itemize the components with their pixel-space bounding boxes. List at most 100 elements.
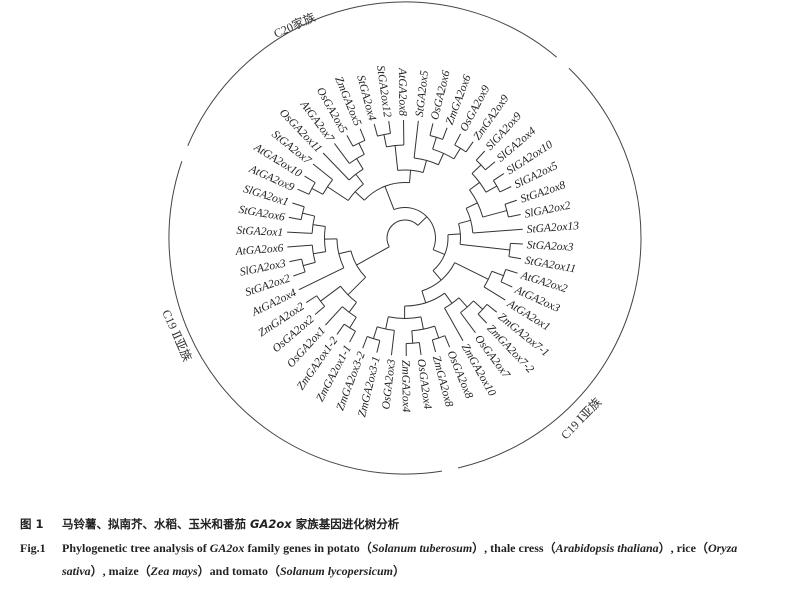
tree-branch xyxy=(346,135,354,147)
tree-node-arc xyxy=(352,139,366,147)
tree-node-arc xyxy=(363,182,410,201)
tree-node-arc xyxy=(432,234,449,271)
tree-node-arc xyxy=(393,207,436,250)
tree-branch xyxy=(325,306,343,326)
tree-branch xyxy=(312,224,326,227)
tree-branch xyxy=(429,123,434,136)
tree-branch xyxy=(483,286,506,301)
tree-branch xyxy=(475,150,486,161)
tree-branch xyxy=(314,305,325,315)
tree-branch xyxy=(338,250,352,255)
tree-branch xyxy=(298,267,345,291)
tree-branch xyxy=(420,316,424,330)
tree-branch xyxy=(289,258,302,263)
caption-en-label: Fig.1 xyxy=(20,541,46,555)
tree-node-arc xyxy=(388,316,422,319)
tree-branch xyxy=(362,336,368,349)
tree-node-arc xyxy=(469,189,484,218)
tree-branch xyxy=(458,219,471,225)
tree-branch xyxy=(322,152,350,181)
tree-node-arc xyxy=(483,271,493,288)
caption-cn-text: 马铃薯、拟南芥、水稻、玉米和番茄 xyxy=(62,517,251,531)
tree-branch xyxy=(373,123,378,137)
tree-node-arc xyxy=(348,168,364,181)
group-label-c19-i: C19 Ⅰ亚族 xyxy=(558,395,604,442)
arc-c19-i xyxy=(457,67,642,469)
tree-node-arc xyxy=(324,226,327,252)
tree-branch xyxy=(447,233,461,236)
tree-branch xyxy=(505,268,518,274)
leaf-label: AtGA2ox6 xyxy=(234,242,284,258)
leaf-label: ZmGA2ox4 xyxy=(399,360,412,413)
tree-branch xyxy=(465,141,474,153)
tree-branch xyxy=(302,212,315,217)
tree-branch xyxy=(458,297,468,308)
tree-branch xyxy=(349,330,356,343)
tree-branch xyxy=(385,316,389,330)
tree-branch xyxy=(376,340,381,353)
phylogenetic-tree: ZmGA2ox1-1ZmGA2ox1-2OsGA2ox1OsGA2ox2ZmGA… xyxy=(159,1,642,475)
tree-node-arc xyxy=(504,204,509,218)
tree-branch xyxy=(482,210,508,218)
tree-branch xyxy=(336,323,345,335)
caption-gene: GA2ox xyxy=(209,541,245,555)
tree-branch xyxy=(390,330,395,356)
tree-branch xyxy=(491,270,504,277)
caption-species: Arabidopsis thaliana xyxy=(555,541,659,555)
tree-node-arc xyxy=(492,180,501,193)
tree-branch xyxy=(485,185,498,193)
tree-branch xyxy=(434,325,440,339)
leaf-label: StGA2ox6 xyxy=(238,204,286,224)
group-label-c20: C20家族 xyxy=(271,9,317,41)
caption-cn-gene: GA2ox xyxy=(250,517,292,531)
tree-branch xyxy=(358,142,365,155)
tree-branch xyxy=(311,187,324,195)
tree-branch xyxy=(477,313,488,324)
group-label-c19-ii: C19 Ⅱ亚族 xyxy=(159,308,194,364)
tree-branch xyxy=(413,120,419,159)
caption-species: Oryza xyxy=(707,541,738,555)
caption-cn-label: 图 1 xyxy=(20,517,44,531)
tree-branch xyxy=(469,182,480,191)
tree-branch xyxy=(409,170,412,183)
tree-branch xyxy=(493,173,505,181)
caption-text: ）, thale cress（ xyxy=(472,541,556,555)
tree-branch xyxy=(356,158,364,170)
tree-node-arc xyxy=(316,295,326,307)
tree-node-arc xyxy=(508,243,511,257)
arc-c19-ii xyxy=(168,161,442,475)
tree-branch xyxy=(305,295,317,304)
tree-branch xyxy=(460,243,510,251)
tree-branch xyxy=(292,202,305,208)
tree-branches xyxy=(287,120,523,356)
tree-node-arc xyxy=(322,179,333,195)
tree-node-arc xyxy=(350,250,367,278)
tree-branch xyxy=(411,330,414,344)
tree-node-arc xyxy=(341,306,357,318)
leaf-label: StGA2ox1 xyxy=(236,225,283,239)
tree-node-arc xyxy=(421,262,456,292)
tree-branch xyxy=(460,312,476,333)
tree-branch xyxy=(394,145,399,171)
tree-node-arc xyxy=(343,323,356,332)
tree-node-arc xyxy=(454,144,467,153)
tree-branch xyxy=(372,326,378,339)
tree-branch xyxy=(303,261,316,267)
tree-branch xyxy=(508,214,521,218)
leaf-label: StGA2ox5 xyxy=(414,70,431,118)
tree-leaf-labels: ZmGA2ox1-1ZmGA2ox1-2OsGA2ox1OsGA2ox2ZmGA… xyxy=(234,65,579,419)
tree-branch xyxy=(384,186,395,210)
tree-branch xyxy=(444,292,453,304)
tree-node-arc xyxy=(429,135,443,140)
caption-species: Solanum lycopersicum xyxy=(280,564,394,578)
leaf-label: OsGA2ox3 xyxy=(380,358,398,410)
caption-text: ）, maize（ xyxy=(90,564,151,578)
tree-branch xyxy=(334,143,350,164)
tree-branch xyxy=(500,281,513,288)
tree-branch xyxy=(432,270,442,281)
tree-branch xyxy=(508,256,522,260)
leaf-label: StGA2ox3 xyxy=(526,239,573,253)
tree-branch xyxy=(293,271,306,277)
